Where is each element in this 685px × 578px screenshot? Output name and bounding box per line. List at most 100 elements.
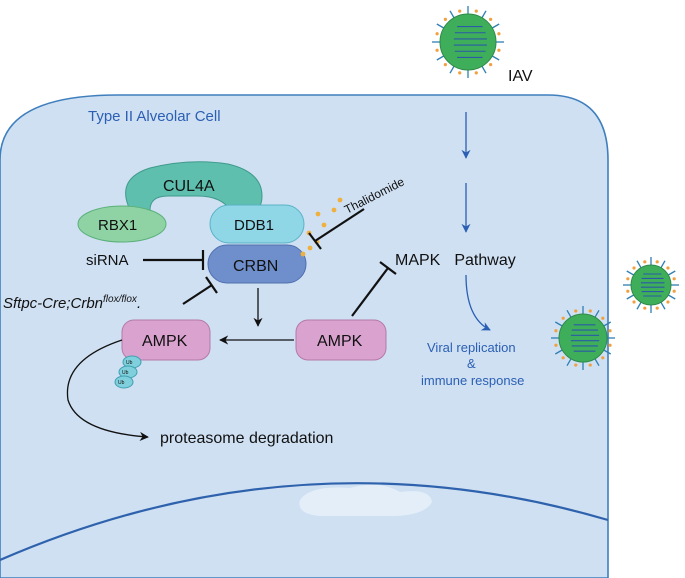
virus-tip (497, 48, 501, 52)
virus-tip (574, 309, 578, 313)
ddb1-subunit (209, 204, 305, 244)
thalidomide-inhibition-line (314, 208, 365, 242)
nucleus-highlight (299, 484, 432, 516)
virus-tip (666, 300, 670, 304)
virus-tip (626, 289, 630, 293)
virus-tip (435, 32, 439, 36)
virus-spike (626, 294, 635, 300)
virus-body (558, 313, 608, 363)
degradation-arrow (66, 339, 149, 441)
virus-particle-membrane (551, 306, 615, 370)
svg-text:Ub: Ub (122, 370, 129, 376)
genotype-inhibition-bar (205, 276, 218, 294)
virus-spike (436, 55, 445, 61)
virus-spike (554, 349, 563, 355)
virus-spike (491, 55, 500, 61)
virus-spike (660, 301, 666, 310)
virus-spike (636, 260, 642, 269)
iav-label: IAV (508, 68, 533, 85)
virus-tip (561, 356, 565, 360)
ddb1-label: DDB1 (234, 217, 274, 234)
virus-spike (594, 358, 600, 367)
virus-tip (632, 300, 636, 304)
virus-spike (667, 270, 676, 276)
ubiquitin-chain: Ub Ub Ub (114, 355, 142, 389)
virus-tip (626, 277, 630, 281)
virus-tip (672, 289, 676, 293)
genotype-inhibition-line (182, 284, 213, 305)
virus-tip (443, 17, 447, 21)
virus-tip (672, 277, 676, 281)
virus-tip (489, 63, 493, 67)
virus-tip (458, 9, 462, 13)
crbn-subunit (207, 244, 307, 284)
ampk-mapk-inhibition-line (351, 267, 389, 317)
crbn-label: CRBN (233, 258, 278, 275)
virus-spike (481, 65, 487, 74)
virus-spike (554, 321, 563, 327)
virus-tip (588, 363, 592, 367)
virus-tip (458, 71, 462, 75)
outcome-line1: Viral replication (427, 340, 516, 355)
virus-spike (660, 260, 666, 269)
virus-tip (554, 329, 558, 333)
virus-spike (449, 65, 455, 74)
virus-body (439, 13, 497, 71)
rbx1-label: RBX1 (98, 217, 137, 234)
cul4a-label: CUL4A (163, 178, 215, 195)
virus-spike (436, 23, 445, 29)
virus-spike (481, 10, 487, 19)
ampk-left-label: AMPK (142, 333, 188, 350)
virus-tip (643, 260, 647, 264)
virus-tip (474, 9, 478, 13)
virus-tip (561, 316, 565, 320)
virus-spike (626, 270, 635, 276)
virus-particle-top (432, 6, 504, 78)
ampk-right-box (295, 319, 387, 361)
virus-spike (491, 23, 500, 29)
virus-tip (608, 343, 612, 347)
viral-replication-arrow (465, 274, 491, 331)
virus-spike (566, 358, 572, 367)
virus-tip (474, 71, 478, 75)
cell-title: Type II Alveolar Cell (88, 108, 221, 125)
outcome-line3: immune response (421, 373, 524, 388)
virus-tip (588, 309, 592, 313)
outcome-line2: & (467, 356, 476, 371)
virus-tip (435, 48, 439, 52)
virus-tip (601, 316, 605, 320)
virus-spike (636, 301, 642, 310)
virus-tip (601, 356, 605, 360)
virus-tip (655, 260, 659, 264)
degradation-label: proteasome degradation (160, 430, 333, 447)
rbx1-subunit (77, 205, 167, 243)
virus-spike (594, 309, 600, 318)
ampk-right-label: AMPK (317, 333, 363, 350)
virus-body (630, 264, 672, 306)
genotype-label: Sftpc-Cre;Crbnflox/flox. (3, 294, 141, 312)
virus-tip (497, 32, 501, 36)
thalidomide-inhibition-bar (308, 232, 322, 250)
virus-spike (449, 10, 455, 19)
virus-spike (603, 349, 612, 355)
virus-particle-right (623, 257, 679, 313)
svg-text:Ub: Ub (126, 360, 133, 366)
virus-spike (667, 294, 676, 300)
sirna-label: siRNA (86, 252, 129, 269)
virus-spike (603, 321, 612, 327)
virus-tip (608, 329, 612, 333)
ampk-mapk-inhibition-bar (379, 261, 397, 275)
virus-tip (655, 306, 659, 310)
virus-tip (666, 266, 670, 270)
svg-text:Ub: Ub (118, 380, 125, 386)
virus-tip (574, 363, 578, 367)
nucleus-boundary (0, 482, 609, 562)
virus-spike (566, 309, 572, 318)
virus-tip (643, 306, 647, 310)
virus-tip (632, 266, 636, 270)
virus-tip (554, 343, 558, 347)
virus-tip (489, 17, 493, 21)
